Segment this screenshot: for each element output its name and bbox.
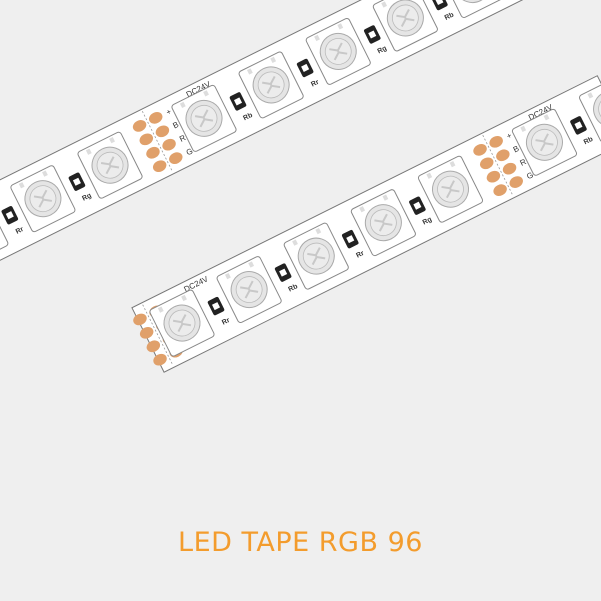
smd-led xyxy=(579,75,601,143)
solder-pads: + BRG xyxy=(132,107,195,173)
resistor: Rr xyxy=(207,296,231,327)
resistor: Rb xyxy=(570,116,594,146)
resistor: Rb xyxy=(274,263,299,294)
resistor: Rr xyxy=(296,58,320,89)
resistor-label: Rg xyxy=(422,216,433,226)
resistor-label: Rr xyxy=(310,79,320,89)
resistor-label: Rb xyxy=(444,11,455,21)
smd-led xyxy=(350,189,416,257)
resistor-label: Rb xyxy=(287,283,298,293)
solder-pads: + BRG xyxy=(473,131,535,197)
resistor: Rb xyxy=(431,0,455,22)
resistor-label: Rb xyxy=(583,136,594,146)
smd-led xyxy=(171,84,237,152)
resistor-label: Rr xyxy=(221,317,231,327)
smd-led xyxy=(216,256,282,324)
pad-label: R xyxy=(178,133,187,144)
smd-led xyxy=(77,131,143,199)
product-title: LED TAPE RGB 96 xyxy=(178,527,423,558)
pad-label: G xyxy=(525,170,535,181)
pad-label: G xyxy=(185,146,195,157)
resistor-label: Rg xyxy=(81,192,92,202)
smd-led xyxy=(372,0,438,52)
resistor-label: Rg xyxy=(377,45,388,55)
pad-label: + xyxy=(165,107,173,117)
resistor-label: Rb xyxy=(242,112,253,122)
pad-label: + xyxy=(505,131,513,141)
smd-led xyxy=(511,108,578,176)
smd-led xyxy=(283,222,349,290)
resistor: Rb xyxy=(229,92,254,122)
resistor-label: Rr xyxy=(15,226,25,236)
smd-led xyxy=(417,155,484,223)
pad-label: B xyxy=(512,144,521,154)
pad-label: B xyxy=(171,120,180,130)
smd-led xyxy=(305,17,371,85)
pad-label: R xyxy=(518,157,527,168)
resistor: Rg xyxy=(68,172,93,203)
resistor: Rg xyxy=(409,196,433,227)
resistor: Rr xyxy=(341,230,366,260)
smd-led xyxy=(10,165,76,233)
smd-led xyxy=(439,0,506,18)
smd-led xyxy=(149,289,215,357)
resistor: Rg xyxy=(363,25,388,55)
resistor-label: Rr xyxy=(355,250,365,260)
smd-led xyxy=(238,51,304,119)
resistor: Rr xyxy=(1,206,25,236)
